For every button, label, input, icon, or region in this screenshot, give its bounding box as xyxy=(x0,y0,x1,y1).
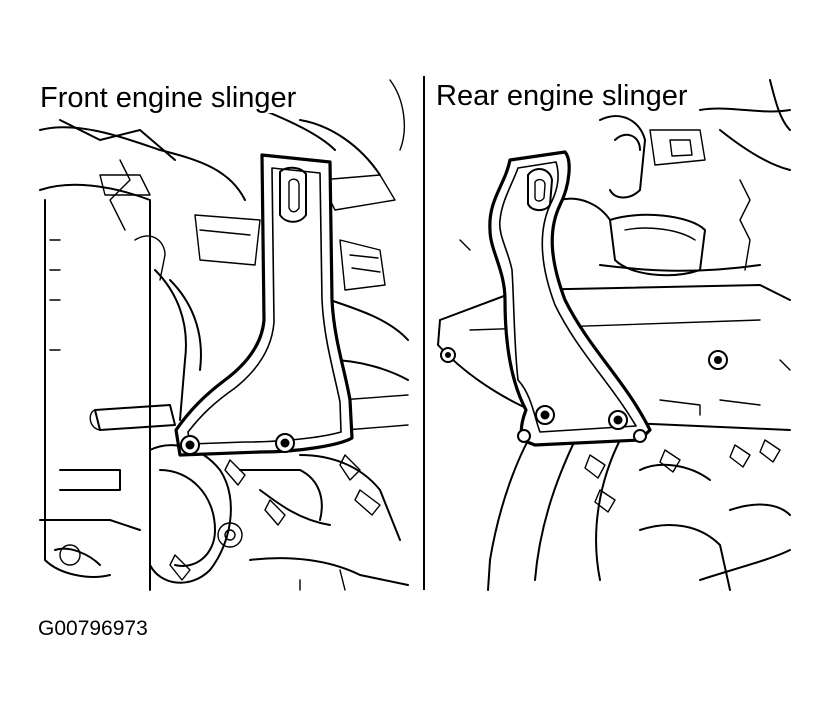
front-engine-slinger-label: Front engine slinger xyxy=(36,84,301,113)
rear-engine-slinger-label: Rear engine slinger xyxy=(432,82,692,111)
front-engine-drawing xyxy=(39,79,409,591)
rear-engine-drawing xyxy=(437,79,791,591)
rear-engine-slinger xyxy=(488,150,652,447)
figure-id: G00796973 xyxy=(38,617,148,640)
front-engine-slinger xyxy=(174,153,354,457)
